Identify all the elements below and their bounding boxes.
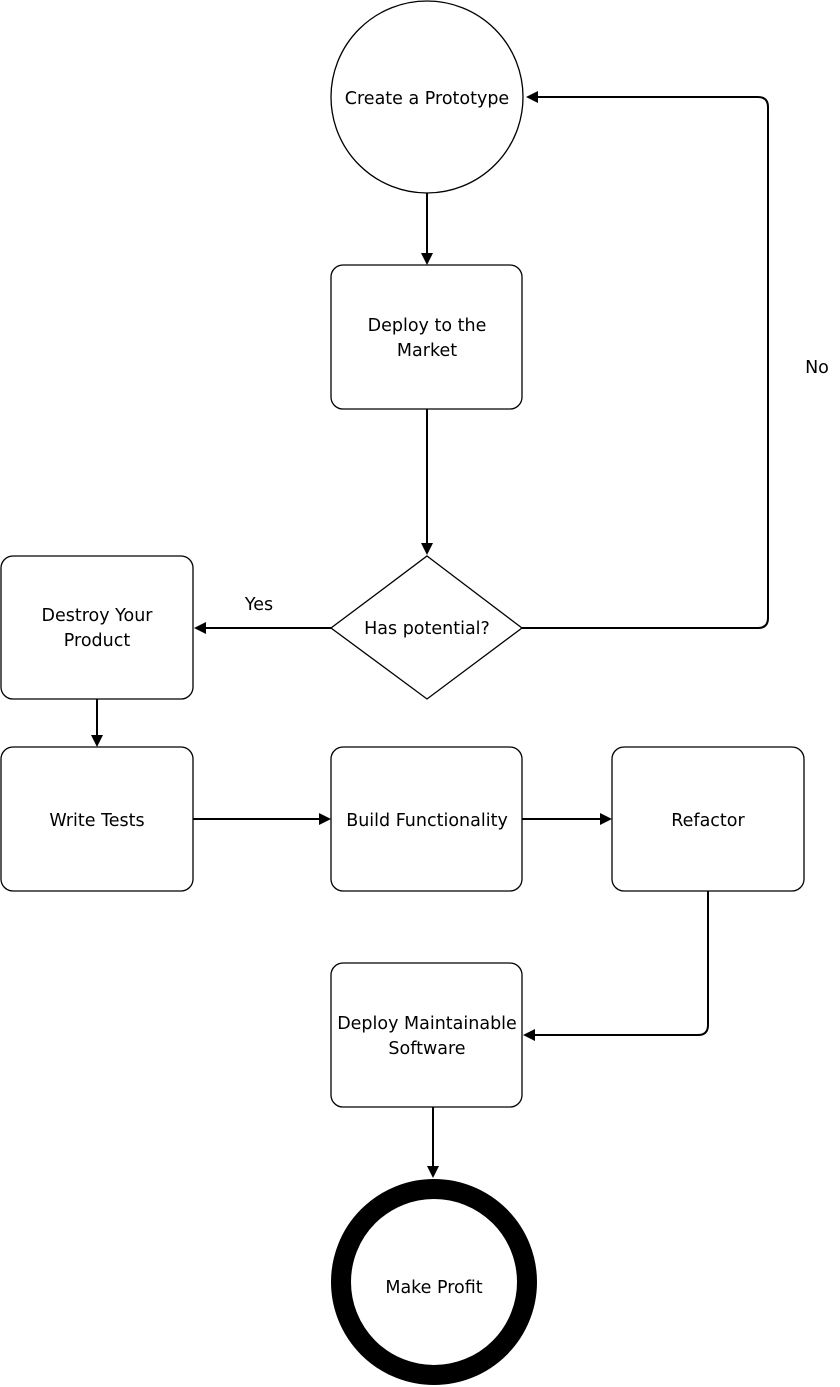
node-deploy-maintainable: Deploy Maintainable Software [330, 962, 523, 1108]
node-label-line2: Market [397, 341, 457, 361]
node-label-line1: Deploy to the [368, 316, 487, 336]
node-label: Create a Prototype [345, 89, 509, 109]
node-deploy-to-market: Deploy to the Market [330, 264, 523, 410]
node-has-potential: Has potential? [329, 555, 524, 700]
node-label-line1: Deploy Maintainable [337, 1014, 517, 1034]
node-label-line2: Software [388, 1039, 465, 1059]
node-make-profit: Make Profit [331, 1179, 537, 1385]
arrowhead-left [526, 91, 538, 103]
start-circle [330, 0, 524, 194]
arrowhead-left [523, 1029, 535, 1041]
arrowhead-right [319, 813, 331, 825]
edges [91, 91, 769, 1178]
process-box [0, 555, 194, 700]
process-box [611, 746, 805, 892]
edge-no-loop [522, 96, 769, 629]
process-box [330, 264, 523, 410]
process-box [0, 746, 194, 892]
arrowhead-down [421, 253, 433, 265]
node-label-line1: Destroy Your [41, 606, 153, 626]
node-label: Build Functionality [346, 811, 508, 831]
node-label: Refactor [671, 811, 745, 831]
arrowhead-down [91, 735, 103, 747]
arrowhead-down [421, 543, 433, 555]
node-write-tests: Write Tests [0, 746, 194, 892]
arrowhead-left [194, 622, 206, 634]
node-destroy-product: Destroy Your Product [0, 555, 194, 700]
arrowhead-right [600, 813, 612, 825]
node-refactor: Refactor [611, 746, 805, 892]
process-box [330, 746, 523, 892]
node-label: Has potential? [364, 619, 490, 639]
process-box [330, 962, 523, 1108]
node-label: Make Profit [385, 1278, 482, 1298]
edge-label-no: No [805, 358, 829, 378]
node-build-functionality: Build Functionality [330, 746, 523, 892]
edge-refactor-to-deploy-maintainable [535, 891, 709, 1036]
node-label: Write Tests [49, 811, 144, 831]
decision-diamond [329, 555, 524, 700]
node-label-line2: Product [64, 631, 131, 651]
end-circle [331, 1179, 537, 1385]
edge-label-yes: Yes [244, 595, 273, 615]
node-create-prototype: Create a Prototype [330, 0, 524, 194]
arrowhead-down [427, 1166, 439, 1178]
